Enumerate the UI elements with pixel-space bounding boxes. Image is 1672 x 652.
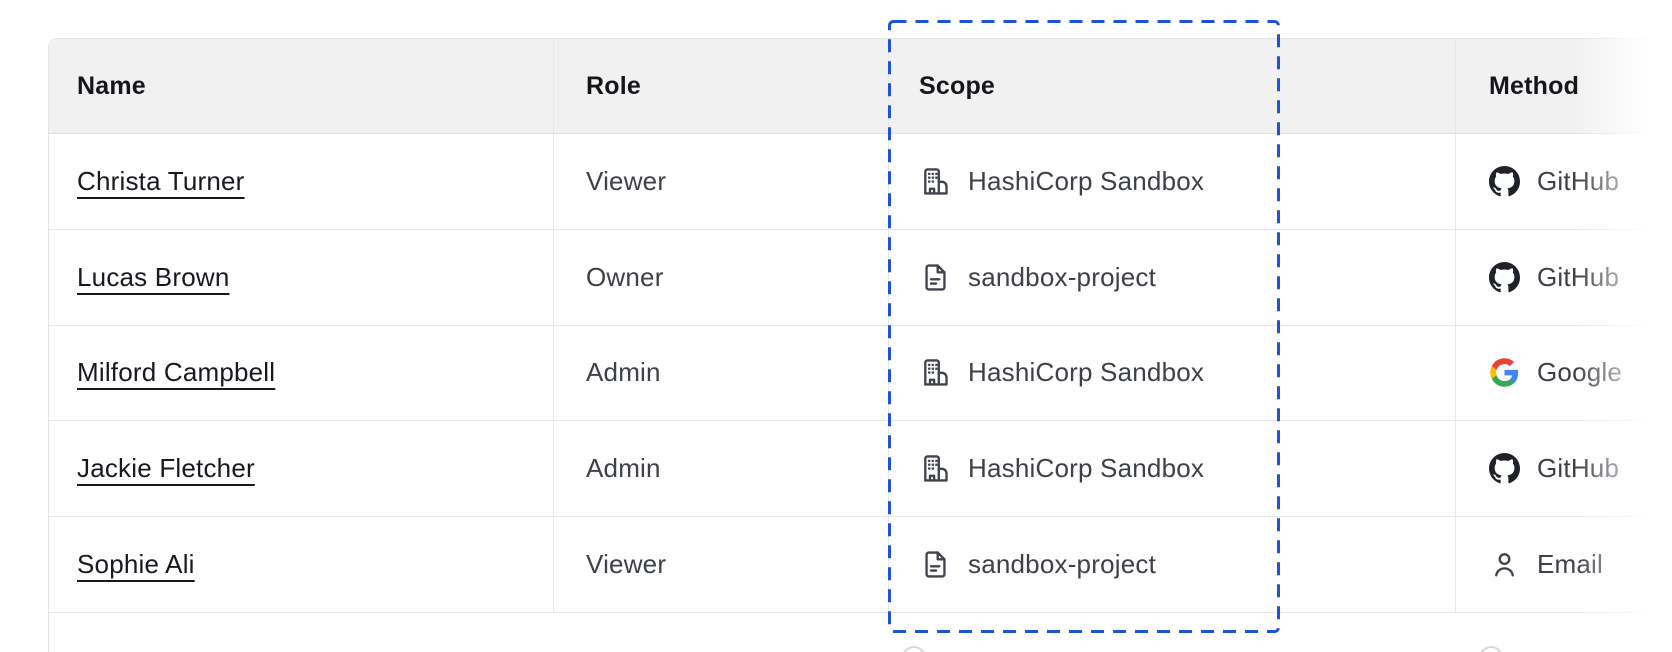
method-label: GitHub (1537, 261, 1620, 292)
scope-label: sandbox-project (968, 548, 1156, 579)
table-header-row: Name Role Scope Method (49, 39, 1672, 134)
table-row: Christa Turner Viewer HashiCorp Sandbox … (49, 134, 1672, 230)
role-cell: Admin (554, 325, 889, 422)
scope-label: HashiCorp Sandbox (968, 357, 1205, 388)
table-body: Christa Turner Viewer HashiCorp Sandbox … (49, 134, 1672, 613)
role-label: Viewer (586, 548, 667, 579)
method-label: GitHub (1537, 165, 1620, 196)
scope-cell: HashiCorp Sandbox (889, 134, 1456, 230)
name-link[interactable]: Lucas Brown (77, 261, 230, 292)
name-link[interactable]: Sophie Ali (77, 548, 195, 579)
name-cell: Lucas Brown (49, 229, 554, 326)
column-header-name: Name (49, 39, 554, 134)
column-header-role: Role (554, 39, 889, 134)
column-header-name-label: Name (77, 71, 146, 100)
name-cell: Sophie Ali (49, 517, 554, 613)
name-link[interactable]: Jackie Fletcher (77, 453, 255, 484)
column-header-role-label: Role (586, 71, 641, 100)
building-icon (919, 165, 952, 198)
column-header-method-label: Method (1489, 71, 1580, 100)
members-table: Name Role Scope Method Christa Turner Vi… (48, 38, 1672, 652)
name-cell: Christa Turner (49, 134, 554, 230)
github-icon (1489, 453, 1520, 484)
role-label: Owner (586, 261, 664, 292)
building-icon (919, 356, 952, 389)
scope-cell: HashiCorp Sandbox (889, 421, 1456, 517)
document-icon (919, 261, 952, 294)
method-cell: GitHub (1456, 421, 1672, 517)
name-link[interactable]: Milford Campbell (77, 357, 276, 388)
name-cell: Jackie Fletcher (49, 421, 554, 517)
table-row: Jackie Fletcher Admin HashiCorp Sandbox … (49, 421, 1672, 517)
method-cell: GitHub (1456, 230, 1672, 326)
method-label: Google (1537, 357, 1623, 388)
role-label: Admin (586, 453, 661, 484)
role-cell: Admin (554, 421, 889, 517)
scope-cell: sandbox-project (889, 229, 1456, 326)
column-header-scope: Scope (889, 39, 1456, 134)
method-label: GitHub (1537, 453, 1620, 484)
method-label: Email (1537, 548, 1604, 579)
name-cell: Milford Campbell (49, 325, 554, 422)
table-row: Sophie Ali Viewer sandbox-project Email (49, 517, 1672, 613)
scope-label: sandbox-project (968, 261, 1156, 292)
building-icon (919, 452, 952, 485)
role-cell: Viewer (554, 134, 889, 230)
next-row-scope-icon (902, 645, 926, 652)
role-cell: Viewer (554, 517, 889, 613)
scope-cell: HashiCorp Sandbox (889, 325, 1456, 422)
name-link[interactable]: Christa Turner (77, 165, 245, 196)
document-icon (919, 548, 952, 581)
method-cell: GitHub (1456, 134, 1672, 230)
role-label: Admin (586, 357, 661, 388)
method-cell: Email (1456, 517, 1672, 613)
next-row-method-icon (1479, 645, 1503, 652)
scope-cell: sandbox-project (889, 517, 1456, 613)
scope-label: HashiCorp Sandbox (968, 453, 1205, 484)
role-cell: Owner (554, 229, 889, 326)
table-row: Milford Campbell Admin HashiCorp Sandbox… (49, 325, 1672, 422)
scope-label: HashiCorp Sandbox (968, 165, 1205, 196)
person-icon (1489, 549, 1520, 580)
column-header-method: Method (1456, 39, 1672, 134)
column-header-scope-label: Scope (919, 71, 996, 100)
partial-next-row (49, 613, 1672, 652)
table-row: Lucas Brown Owner sandbox-project GitHub (49, 229, 1672, 326)
google-icon (1489, 357, 1520, 388)
github-icon (1489, 261, 1520, 293)
method-cell: Google (1456, 326, 1672, 422)
role-label: Viewer (586, 165, 667, 196)
github-icon (1489, 165, 1520, 197)
